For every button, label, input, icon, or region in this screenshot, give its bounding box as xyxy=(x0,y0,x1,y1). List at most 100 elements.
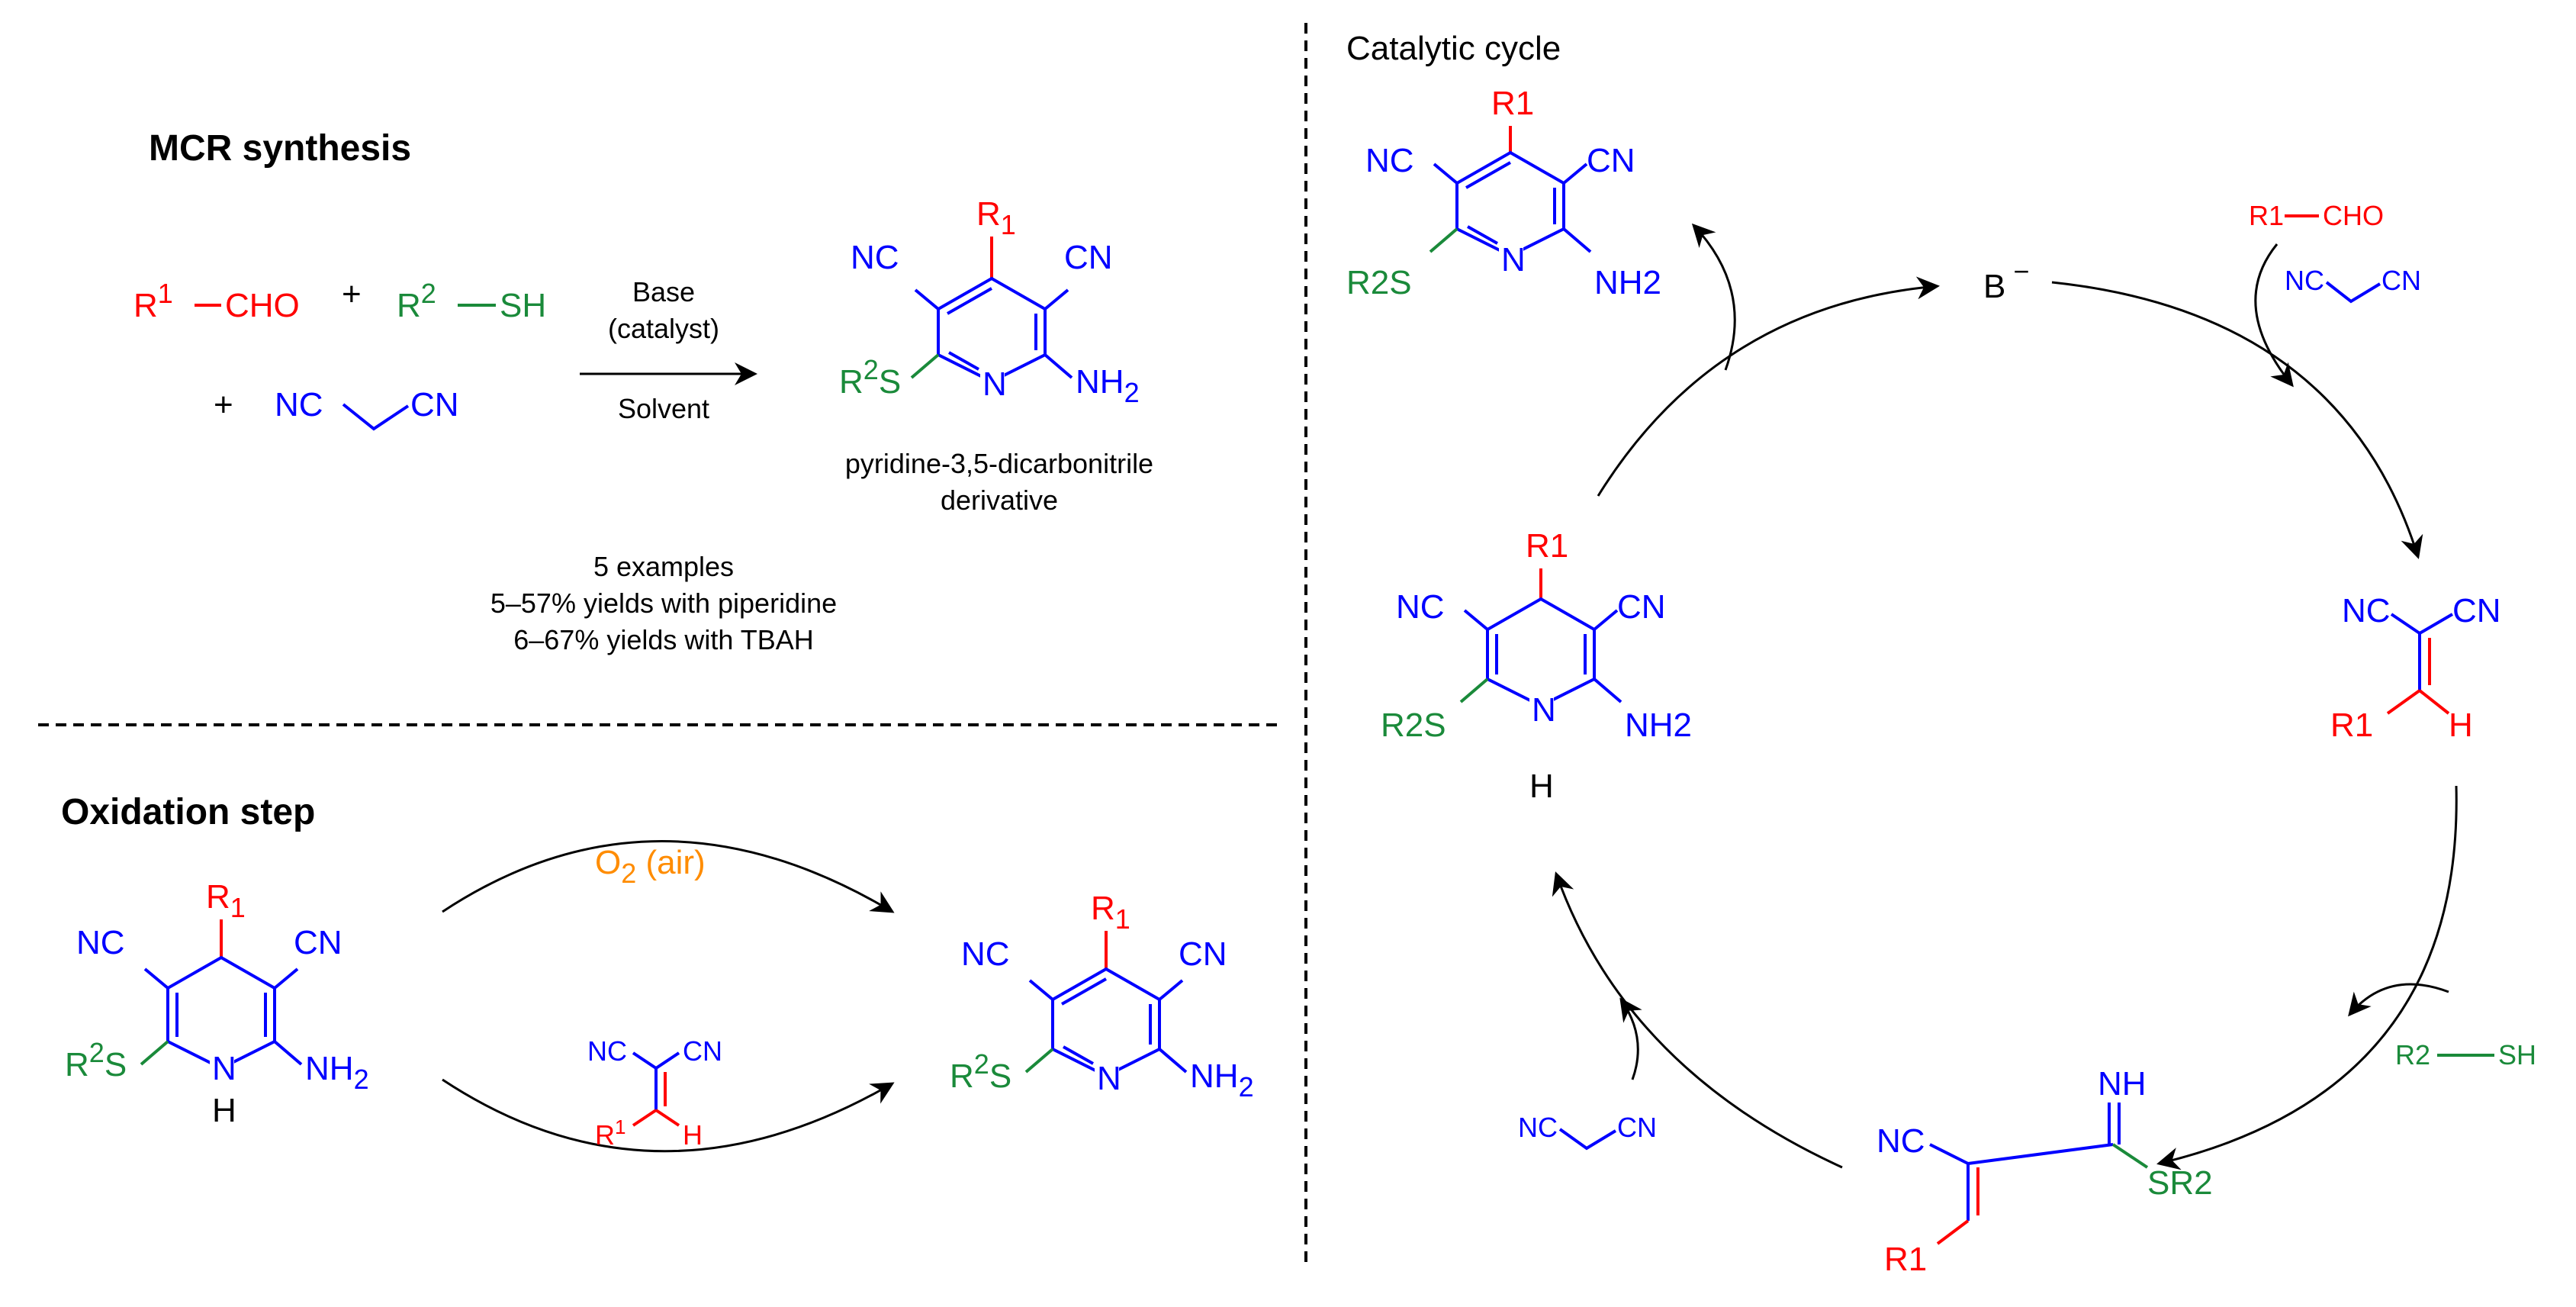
cycle-knoevenagel-alkene: NC CN R1 H xyxy=(2330,592,2501,744)
svg-text:NC: NC xyxy=(851,239,899,276)
mcr-product-pyridine: R1 NC CN R2S N NH2 xyxy=(839,195,1140,408)
svg-text:R2S: R2S xyxy=(1381,707,1446,744)
svg-text:N: N xyxy=(212,1050,236,1087)
cycle-arc-alkene-to-thioimidate xyxy=(2156,785,2458,1170)
svg-text:CN: CN xyxy=(683,1035,722,1067)
cycle-title: Catalytic cycle xyxy=(1346,30,1561,67)
oxidation-arrow-bottom xyxy=(442,1078,895,1153)
mcr-arrow-label-base: Base xyxy=(632,276,695,307)
cycle-arc-thioimidate-to-dhp xyxy=(1552,871,1843,1169)
oxidation-arrow-top xyxy=(442,840,895,913)
svg-text:NH2: NH2 xyxy=(1594,264,1661,301)
svg-text:NC: NC xyxy=(275,386,323,423)
svg-text:R1: R1 xyxy=(2249,200,2284,231)
svg-text:CHO: CHO xyxy=(2323,200,2384,231)
cycle-arc-dhp-to-base xyxy=(1597,276,1940,497)
mcr-panel: MCR synthesis R1 CHO + R2 SH + NC CN Bas… xyxy=(133,128,1153,655)
svg-text:R2: R2 xyxy=(397,278,436,324)
svg-text:H: H xyxy=(1529,768,1554,805)
cycle-input-malononitrile: NC CN xyxy=(1518,1112,1657,1151)
svg-text:SH: SH xyxy=(2498,1039,2536,1070)
svg-text:N: N xyxy=(1501,241,1526,278)
svg-text:NH2: NH2 xyxy=(1076,363,1140,408)
svg-text:NH2: NH2 xyxy=(305,1050,369,1095)
mcr-thiol: R2 SH xyxy=(397,278,546,324)
svg-text:NC: NC xyxy=(1365,142,1414,179)
mcr-arrow-label-catalyst: (catalyst) xyxy=(608,313,719,344)
svg-text:H: H xyxy=(212,1092,236,1129)
svg-text:R2S: R2S xyxy=(950,1048,1011,1095)
cycle-base: B− xyxy=(1983,256,2029,305)
cycle-input-arrow-thiol xyxy=(2348,983,2449,1017)
mcr-title: MCR synthesis xyxy=(149,128,411,169)
cycle-input-aldehyde: R1 CHO NC CN xyxy=(2249,200,2421,304)
svg-text:R1: R1 xyxy=(976,195,1016,240)
svg-text:SH: SH xyxy=(500,287,546,324)
cycle-input-thiol: R2 SH xyxy=(2395,1039,2536,1070)
oxidation-alkene: NC CN R1 H xyxy=(587,1035,722,1151)
cycle-dihydropyridine: R1 NC CN R2S N H NH2 xyxy=(1381,527,1692,805)
cycle-input-arrow-aldehyde xyxy=(2254,243,2294,388)
mcr-plus-2: + xyxy=(214,386,233,423)
svg-text:R1: R1 xyxy=(1526,527,1568,565)
svg-text:CN: CN xyxy=(294,924,343,961)
cycle-input-arrow-malononitrile xyxy=(1619,997,1642,1080)
cycle-panel: Catalytic cycle B− R1 CHO NC CN NC CN xyxy=(1346,30,2536,1278)
mcr-results-line-2: 5–57% yields with piperidine xyxy=(490,588,837,619)
oxidation-dihydropyridine: R1 NC CN R2S N H NH2 xyxy=(65,878,369,1129)
svg-text:CHO: CHO xyxy=(225,287,300,324)
svg-text:H: H xyxy=(683,1119,703,1151)
svg-text:NH: NH xyxy=(2098,1065,2147,1103)
mcr-malononitrile: NC CN xyxy=(275,386,459,431)
svg-text:CN: CN xyxy=(2381,265,2421,296)
svg-text:R2S: R2S xyxy=(1346,264,1412,301)
svg-text:N: N xyxy=(982,365,1007,403)
svg-text:NC: NC xyxy=(961,935,1010,973)
svg-text:CN: CN xyxy=(1617,588,1666,626)
svg-text:R1: R1 xyxy=(206,878,246,923)
mcr-results-line-1: 5 examples xyxy=(593,551,734,582)
svg-text:NC: NC xyxy=(587,1035,627,1067)
svg-text:CN: CN xyxy=(1617,1112,1657,1143)
svg-text:CN: CN xyxy=(1179,935,1227,973)
svg-text:R1: R1 xyxy=(1491,85,1534,122)
svg-text:NH2: NH2 xyxy=(1190,1058,1254,1103)
mcr-product-caption-2: derivative xyxy=(941,484,1058,516)
svg-text:N: N xyxy=(1097,1060,1121,1097)
svg-text:H: H xyxy=(2449,707,2473,744)
mcr-arrow-label-solvent: Solvent xyxy=(618,393,709,424)
svg-text:NC: NC xyxy=(2342,592,2391,629)
cycle-pyridine-product: R1 NC CN R2S N NH2 xyxy=(1346,85,1661,301)
svg-text:CN: CN xyxy=(1064,239,1113,276)
svg-text:CN: CN xyxy=(1587,142,1635,179)
svg-text:R2S: R2S xyxy=(839,354,901,401)
svg-text:CN: CN xyxy=(410,386,459,423)
svg-text:R2S: R2S xyxy=(65,1037,127,1083)
svg-text:R1: R1 xyxy=(1884,1241,1927,1278)
svg-text:R1: R1 xyxy=(133,278,173,324)
svg-text:NC: NC xyxy=(1518,1112,1558,1143)
svg-text:R1: R1 xyxy=(595,1115,626,1151)
oxidation-title: Oxidation step xyxy=(61,792,315,832)
cycle-thioimidate: NH NC SR2 R1 xyxy=(1877,1065,2213,1278)
oxidation-panel: Oxidation step R1 NC CN R2S N H NH2 O2 (… xyxy=(61,792,1254,1153)
svg-text:R2: R2 xyxy=(2395,1039,2430,1070)
svg-text:N: N xyxy=(1532,691,1556,729)
svg-text:NH2: NH2 xyxy=(1625,707,1692,744)
svg-text:NC: NC xyxy=(1877,1122,1925,1160)
svg-text:SR2: SR2 xyxy=(2147,1164,2213,1202)
oxidation-product-pyridine: R1 NC CN R2S N NH2 xyxy=(950,890,1254,1103)
svg-text:NC: NC xyxy=(1396,588,1445,626)
svg-text:NC: NC xyxy=(2285,265,2324,296)
mcr-product-caption-1: pyridine-3,5-dicarbonitrile xyxy=(845,448,1153,479)
oxidation-oxidant: O2 (air) xyxy=(595,844,706,889)
mcr-plus-1: + xyxy=(342,275,362,313)
mcr-aldehyde: R1 CHO xyxy=(133,278,300,324)
cycle-arc-base-to-alkene xyxy=(2051,281,2423,559)
cycle-output-arrow-pyridine xyxy=(1691,223,1736,371)
svg-text:R1: R1 xyxy=(1091,890,1130,935)
svg-text:NC: NC xyxy=(76,924,125,961)
svg-text:CN: CN xyxy=(2452,592,2501,629)
mcr-results-line-3: 6–67% yields with TBAH xyxy=(513,624,814,655)
